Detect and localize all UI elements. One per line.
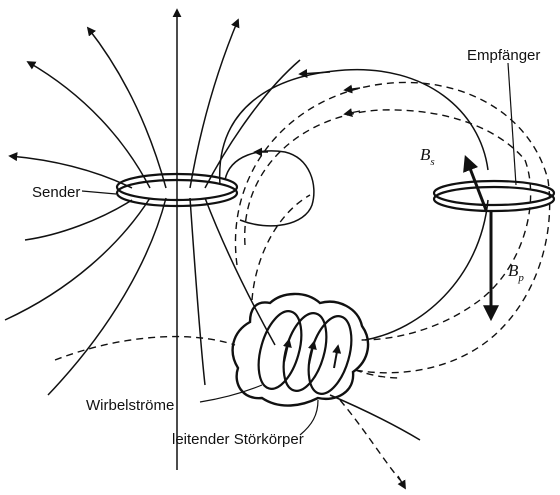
field-line-right-4 bbox=[204, 197, 276, 346]
field-loop-exit bbox=[329, 394, 421, 441]
bp-label-sub: p bbox=[517, 272, 524, 284]
conductor-leader bbox=[299, 399, 319, 436]
field-line-left-2 bbox=[26, 61, 151, 189]
eddy-leader bbox=[199, 384, 263, 403]
field-line-right-1 bbox=[189, 18, 240, 189]
secondary-line-5 bbox=[54, 335, 236, 361]
eddy-arrow-2 bbox=[308, 340, 317, 365]
field-vectors bbox=[463, 155, 499, 322]
field-loop-outer-arrow bbox=[298, 69, 331, 79]
eddy-loop-1 bbox=[257, 310, 303, 390]
bp-label-base: B bbox=[508, 261, 519, 280]
conducting-body bbox=[231, 292, 370, 407]
secondary-line-1-arrow bbox=[343, 108, 361, 118]
secondary-line-2 bbox=[234, 81, 551, 374]
eddy-current-arrows bbox=[283, 338, 342, 369]
field-loop-small bbox=[224, 150, 315, 227]
bs-label: Bs bbox=[420, 145, 435, 168]
receiver-coil-ring-top bbox=[432, 179, 556, 207]
sender-coil bbox=[115, 172, 239, 208]
leader-lines bbox=[81, 62, 517, 436]
field-loop-lower bbox=[364, 199, 489, 341]
secondary-line-3 bbox=[251, 194, 311, 301]
bs-vector bbox=[463, 155, 488, 211]
receiver-label: Empfänger bbox=[467, 47, 540, 64]
field-line-right-3 bbox=[189, 197, 206, 386]
bs-label-base: B bbox=[420, 145, 431, 164]
eddy-arrow-3 bbox=[332, 344, 342, 369]
primary-field-lines bbox=[4, 8, 489, 470]
labels: Sender Empfänger Wirbelströme leitender … bbox=[32, 47, 540, 448]
bs-label-sub: s bbox=[430, 156, 434, 168]
field-line-right-2 bbox=[204, 59, 301, 189]
field-loop-outer bbox=[219, 68, 489, 186]
conductor-label: leitender Störkörper bbox=[172, 431, 304, 448]
receiver-leader bbox=[507, 62, 517, 186]
field-line-left-1 bbox=[86, 26, 167, 189]
eddy-currents-label: Wirbelströme bbox=[86, 397, 174, 414]
secondary-line-6-arrow bbox=[397, 475, 406, 490]
receiver-coil-ring-bottom bbox=[432, 185, 556, 213]
field-line-left-6 bbox=[24, 199, 133, 241]
eddy-current-loops bbox=[257, 310, 353, 395]
receiver-coil bbox=[432, 179, 556, 213]
secondary-line-4 bbox=[359, 159, 532, 341]
field-line-left-5 bbox=[4, 197, 151, 321]
secondary-line-2-arrow bbox=[343, 84, 361, 94]
secondary-line-7 bbox=[354, 369, 401, 379]
sender-label: Sender bbox=[32, 184, 80, 201]
field-line-left-4 bbox=[47, 197, 167, 396]
bp-label: Bp bbox=[508, 261, 524, 284]
sender-leader bbox=[81, 190, 117, 195]
sender-coil-ring-top bbox=[115, 172, 239, 202]
eddy-arrow-1 bbox=[283, 338, 292, 363]
secondary-field-lines bbox=[54, 81, 551, 490]
secondary-line-6 bbox=[339, 399, 401, 481]
conductor-outline bbox=[231, 292, 370, 407]
sender-coil-ring-bottom bbox=[115, 178, 239, 208]
secondary-line-1 bbox=[244, 109, 526, 246]
